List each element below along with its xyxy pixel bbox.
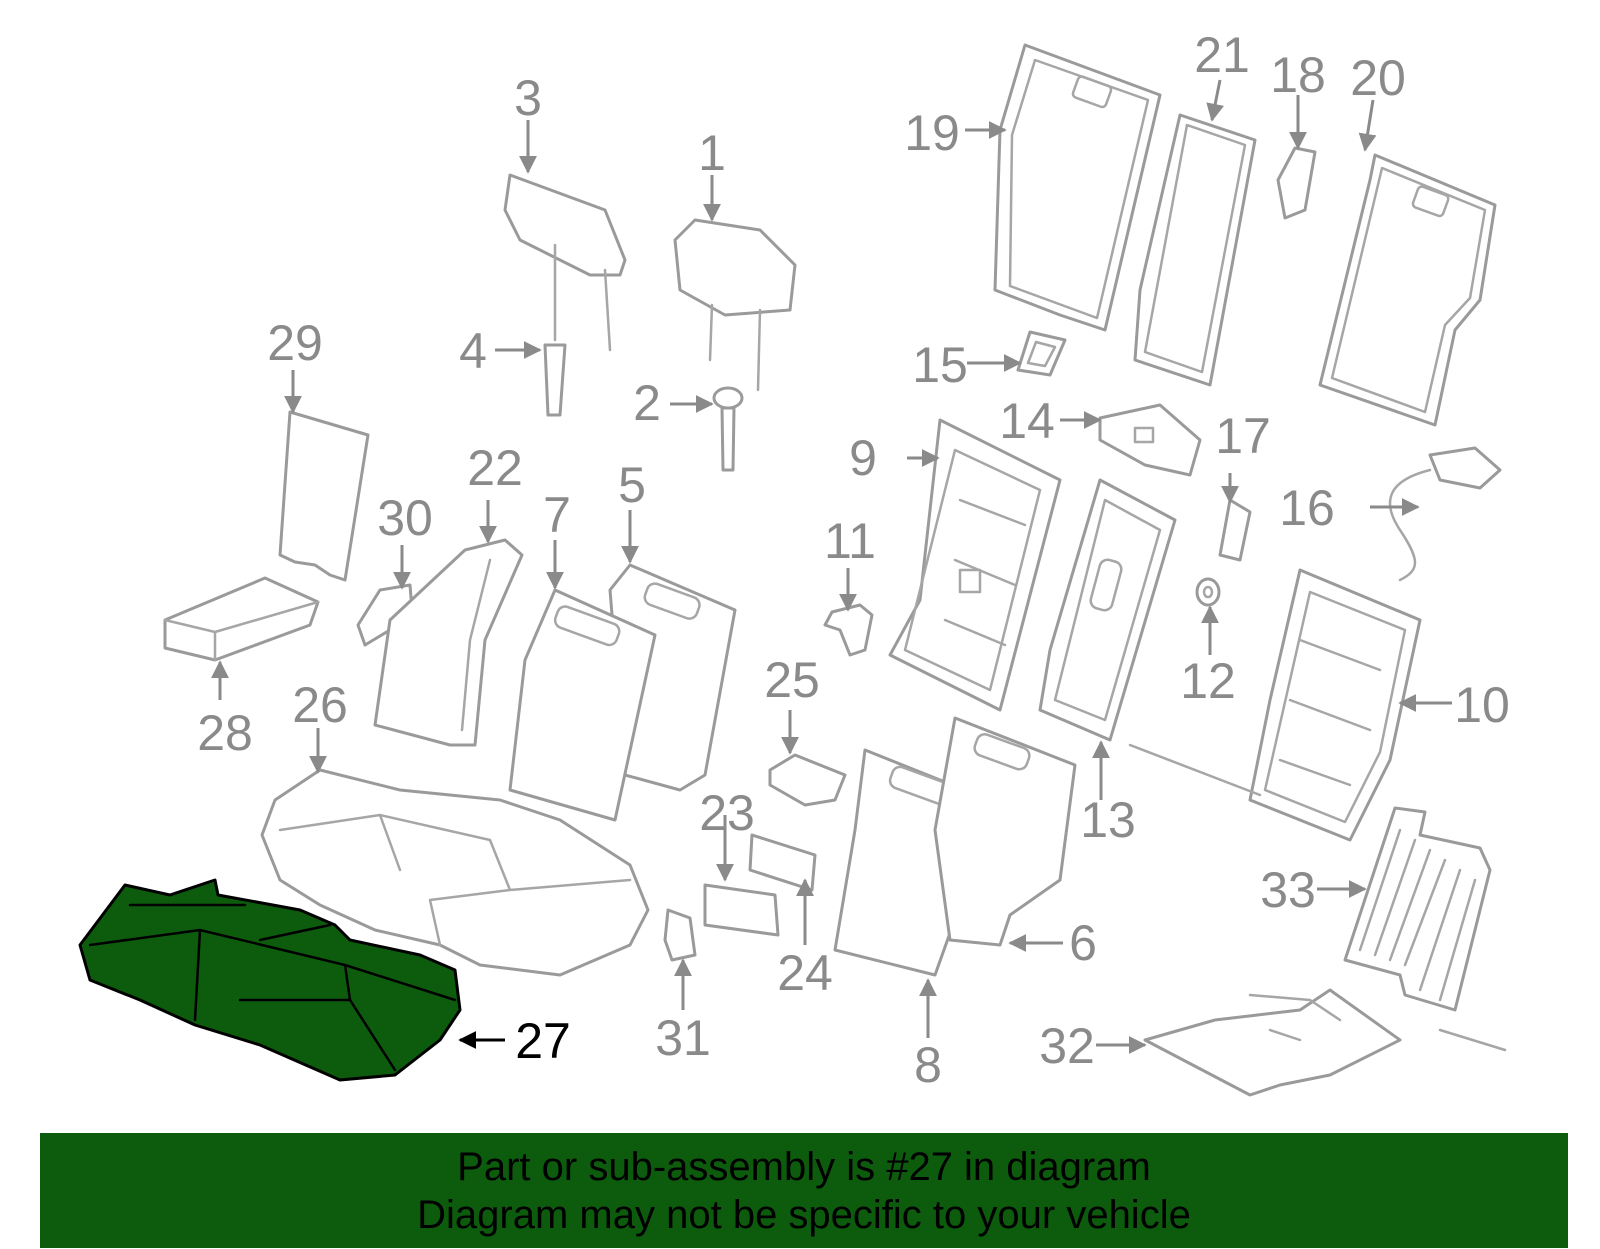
part-15-clip <box>1016 330 1067 377</box>
label-17: 17 <box>1215 408 1271 464</box>
part-9-seatback-frame <box>888 418 1062 712</box>
banner-line-2: Diagram may not be specific to your vehi… <box>417 1192 1191 1237</box>
label-25: 25 <box>764 652 820 708</box>
part-16-cable <box>1388 446 1502 582</box>
part-27-seat-cushion-highlighted <box>78 878 462 1082</box>
label-26: 26 <box>292 677 348 733</box>
part-6-backrest-cover <box>933 716 1077 947</box>
label-16: 16 <box>1279 480 1335 536</box>
part-32-seat-mat <box>1143 988 1507 1097</box>
part-25-bracket <box>768 753 847 807</box>
label-13: 13 <box>1080 792 1136 848</box>
label-22: 22 <box>467 440 523 496</box>
label-29: 29 <box>267 315 323 371</box>
part-31-cap <box>663 908 697 962</box>
label-14: 14 <box>999 393 1055 449</box>
label-28: 28 <box>197 705 253 761</box>
label-32: 32 <box>1039 1018 1095 1074</box>
label-10: 10 <box>1454 677 1510 733</box>
part-21-panel <box>1133 113 1257 387</box>
part-22-side-bolster <box>373 538 524 747</box>
label-23: 23 <box>699 785 755 841</box>
part-14-trim <box>1098 403 1202 477</box>
label-18: 18 <box>1270 47 1326 103</box>
part-1-headrest <box>673 218 797 392</box>
part-19-back-panel <box>993 43 1162 332</box>
part-13-bracket-frame <box>1038 478 1177 742</box>
part-3-headrest <box>503 173 627 352</box>
label-24: 24 <box>777 945 833 1001</box>
part-33-heating-mat <box>1343 806 1492 1012</box>
label-12: 12 <box>1180 653 1236 709</box>
part-5-backrest-cover <box>608 563 737 792</box>
label-21: 21 <box>1194 27 1250 83</box>
label-31: 31 <box>655 1010 711 1066</box>
part-4-guide <box>543 343 567 417</box>
part-23-cover <box>703 883 780 937</box>
part-7-backrest-pad <box>508 588 657 822</box>
part-26-seat-cushion <box>260 768 650 977</box>
part-28-tray <box>163 576 320 662</box>
label-7: 7 <box>543 487 571 543</box>
leader-arrows <box>211 79 1452 1054</box>
part-12-washer <box>1195 577 1221 607</box>
label-5: 5 <box>618 457 646 513</box>
label-2: 2 <box>633 375 661 431</box>
label-15: 15 <box>912 337 968 393</box>
part-10-seatback-frame <box>1128 568 1422 842</box>
label-33: 33 <box>1260 862 1316 918</box>
label-3: 3 <box>514 70 542 126</box>
part-18-bracket <box>1276 146 1317 220</box>
label-4: 4 <box>459 323 487 379</box>
label-11: 11 <box>824 513 876 569</box>
label-27: 27 <box>515 1013 571 1069</box>
part-labels: 1 2 3 4 5 6 7 8 9 10 11 12 13 14 15 16 1… <box>197 27 1510 1093</box>
part-11-bracket <box>823 603 874 657</box>
part-29-panel <box>278 410 370 582</box>
label-30: 30 <box>377 490 433 546</box>
label-20: 20 <box>1350 50 1406 106</box>
label-8: 8 <box>914 1037 942 1093</box>
label-19: 19 <box>904 105 960 161</box>
info-banner: Part or sub-assembly is #27 in diagram D… <box>40 1133 1568 1248</box>
part-17-bracket <box>1218 498 1252 562</box>
part-20-back-panel <box>1318 153 1497 427</box>
banner-line-1: Part or sub-assembly is #27 in diagram <box>457 1144 1151 1189</box>
part-2-guide <box>712 386 744 472</box>
label-6: 6 <box>1069 915 1097 971</box>
label-9: 9 <box>849 430 877 486</box>
label-1: 1 <box>698 125 726 181</box>
